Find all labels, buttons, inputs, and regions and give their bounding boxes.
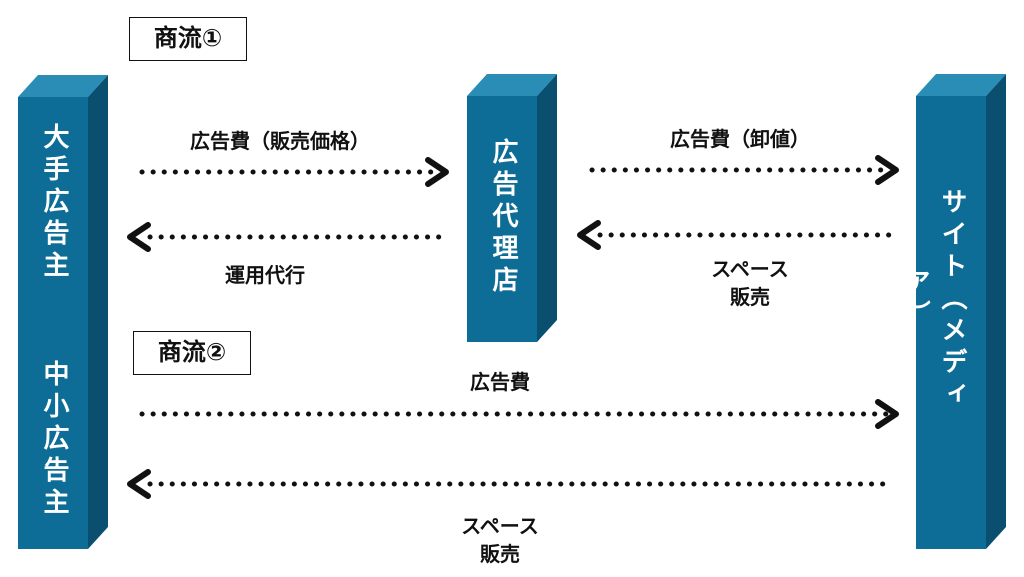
label-site-to-agency-line2: 販売 bbox=[730, 285, 770, 309]
site-pillar-top bbox=[916, 74, 1006, 96]
label-agency-to-site: 広告費（卸値） bbox=[670, 127, 810, 151]
label-agency-to-adv: 運用代行 bbox=[225, 263, 305, 287]
flow2-title: 商流② bbox=[133, 331, 251, 375]
agency-pillar-front bbox=[467, 96, 537, 342]
advertiser-pillar-side bbox=[88, 75, 108, 549]
label-adv-to-site: 広告費 bbox=[470, 370, 530, 394]
label-site-to-adv-line2: 販売 bbox=[480, 542, 520, 566]
agency-pillar bbox=[467, 74, 557, 342]
arrow-adv-to-site-head bbox=[875, 399, 899, 429]
site-label: サイト（メディア） bbox=[900, 188, 967, 412]
site-pillar-front bbox=[916, 96, 986, 549]
arrow-site-to-adv-head bbox=[127, 469, 151, 499]
arrow-agency-to-adv-head bbox=[127, 222, 151, 252]
arrow-agency-to-site-head bbox=[875, 155, 899, 185]
advertiser-pillar-front bbox=[18, 97, 88, 549]
arrow-adv-to-agency-head bbox=[425, 157, 449, 187]
advertiser-pillar-top bbox=[18, 75, 108, 97]
advertiser-large-label: 大手広告主 bbox=[39, 123, 69, 283]
agency-pillar-side bbox=[537, 74, 557, 342]
arrow-site-to-agency-head bbox=[577, 220, 601, 250]
flow1-title: 商流① bbox=[129, 17, 247, 61]
label-adv-to-agency: 広告費（販売価格） bbox=[190, 129, 370, 153]
site-pillar-side bbox=[986, 74, 1006, 549]
site-pillar bbox=[916, 74, 1006, 549]
label-site-to-agency-line1: スペース bbox=[711, 257, 789, 281]
agency-label: 広告代理店 bbox=[488, 137, 518, 298]
label-site-to-adv-line1: スペース bbox=[461, 514, 539, 538]
agency-pillar-top bbox=[467, 74, 557, 96]
advertiser-small-label: 中小広告主 bbox=[39, 360, 69, 520]
advertiser-pillar bbox=[18, 75, 108, 549]
